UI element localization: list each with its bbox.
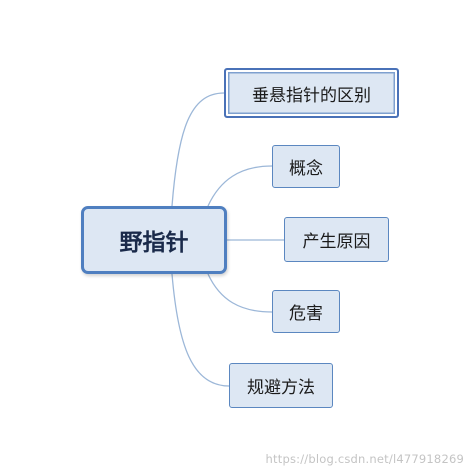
branch-node-dangling-pointer-difference[interactable]: 垂悬指针的区别 <box>224 68 399 118</box>
branch-node-concept[interactable]: 概念 <box>272 145 340 188</box>
branch-node-label: 规避方法 <box>247 378 315 398</box>
connector-gainian <box>207 165 273 207</box>
watermark-text: https://blog.csdn.net/l477918269 <box>265 452 464 466</box>
branch-node-label: 产生原因 <box>302 232 371 252</box>
connector-fangfa <box>171 273 230 387</box>
branch-node-avoidance-methods[interactable]: 规避方法 <box>229 363 333 408</box>
connector-chuixuan <box>171 92 225 207</box>
branch-node-causes[interactable]: 产生原因 <box>284 217 389 262</box>
connector-weihai <box>207 273 273 313</box>
branch-node-label: 垂悬指针的区别 <box>252 85 371 106</box>
branch-node-harm[interactable]: 危害 <box>272 290 340 333</box>
branch-node-label: 概念 <box>289 159 323 179</box>
root-node-wild-pointer[interactable]: 野指针 <box>81 206 227 274</box>
branch-node-label: 危害 <box>289 304 323 324</box>
root-node-label: 野指针 <box>119 230 189 256</box>
